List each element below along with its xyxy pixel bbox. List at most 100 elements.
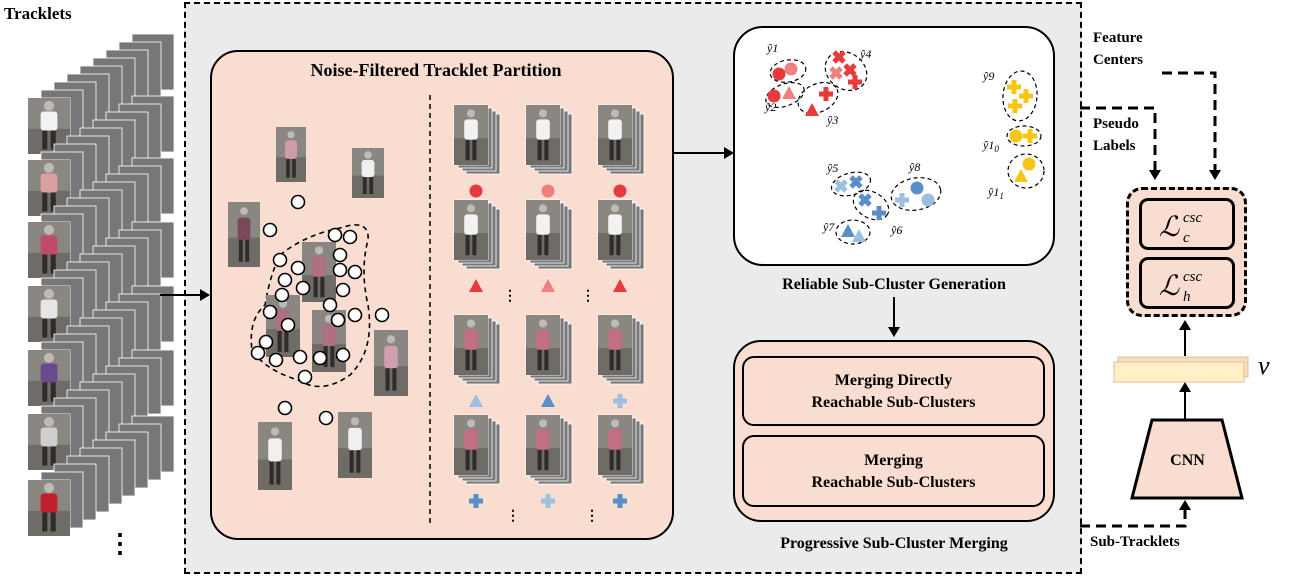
cluster-marker <box>613 394 627 408</box>
feature-centers-line1: Feature <box>1093 30 1143 46</box>
cluster-marker <box>541 279 555 292</box>
right-connectors <box>1080 71 1221 528</box>
yellow-plus-marker <box>1008 99 1022 113</box>
cluster-marker <box>469 279 483 292</box>
sample-circle <box>290 194 306 210</box>
cnn-block <box>1130 418 1244 500</box>
cluster-label: ŷ7 <box>822 220 835 234</box>
pink-circle-marker <box>784 62 798 76</box>
sub-tracklet-stack <box>453 414 501 485</box>
stack-front-image <box>598 415 632 475</box>
stack-front-image <box>28 222 70 278</box>
red-triangle-marker <box>805 103 819 116</box>
x-marker <box>858 193 872 207</box>
merge-reachable-line2: Reachable Sub-Clusters <box>811 474 976 491</box>
sample-circle <box>347 307 363 323</box>
stack-front-image <box>28 160 70 216</box>
merge-reachable-line1: Merging <box>864 452 923 469</box>
stack-front-image <box>598 105 632 165</box>
cluster-label: ŷ5 <box>826 161 838 175</box>
pseudo-labels-line1: Pseudo <box>1093 116 1139 132</box>
yellow-plus-marker <box>1023 129 1037 143</box>
tracklets-ellipsis: ⋮ <box>107 529 133 558</box>
blue-plus-marker <box>872 206 886 220</box>
cnn-label: CNN <box>1170 452 1205 469</box>
sample-circle <box>332 262 348 278</box>
tracklet-stack <box>27 95 175 217</box>
red-circle-marker <box>767 89 781 103</box>
partition-content: ⋮⋮⋮⋮ <box>228 95 645 525</box>
sub-tracklet-stack <box>453 199 501 270</box>
loss-c-box <box>1139 198 1235 250</box>
noise-boundary <box>250 224 371 388</box>
grid-ellipsis: ⋮ <box>585 509 599 524</box>
loss-formulas: ℒ csc c ℒ csc h <box>1159 210 1202 305</box>
sample-circle <box>290 260 306 276</box>
partition-title: Noise-Filtered Tracklet Partition <box>310 60 562 80</box>
sample-circle <box>335 347 351 363</box>
svg-text:c: c <box>1183 230 1190 246</box>
feature-centers-line2: Centers <box>1093 52 1143 68</box>
svg-text:csc: csc <box>1183 210 1202 226</box>
progressive-caption: Progressive Sub-Cluster Merging <box>780 535 1008 552</box>
sub-tracklet-stack <box>525 199 573 270</box>
sub-tracklet-stack <box>453 314 501 385</box>
sample-circle <box>332 247 348 263</box>
cluster-marker <box>541 184 555 198</box>
stack-front-image <box>28 480 70 536</box>
noisy-tracklet-image <box>228 202 260 267</box>
x-marker <box>832 50 846 64</box>
sub-cluster-boundary <box>830 171 872 197</box>
sample-circle <box>342 229 358 245</box>
merge-direct-line2: Reachable Sub-Clusters <box>811 394 976 411</box>
sample-circle <box>262 222 278 238</box>
x-marker <box>834 179 848 193</box>
yellow-circle-marker <box>1009 129 1023 143</box>
sample-circle <box>312 350 328 366</box>
sub-cluster-boundary <box>765 82 805 108</box>
sample-circle <box>330 312 346 328</box>
sample-circle <box>347 264 363 280</box>
red-plus-marker <box>848 75 862 89</box>
loss-h-formula: ℒ <box>1159 271 1180 302</box>
cluster-label: ŷ6 <box>890 223 902 237</box>
blue-circle-marker <box>910 181 924 195</box>
cluster-marker <box>613 494 627 508</box>
sub-cluster-boundary <box>835 219 871 245</box>
cluster-marker <box>541 394 555 407</box>
arrow-partition-to-reliable <box>672 147 734 159</box>
cluster-marker <box>469 184 483 198</box>
sub-cluster-boundary <box>890 177 942 211</box>
loss-c-formula: ℒ <box>1159 212 1180 243</box>
sub-tracklet-stack <box>453 104 501 175</box>
tracklet-stack <box>27 285 175 407</box>
sub-cluster-boundary <box>1002 70 1038 122</box>
sample-circle <box>277 272 293 288</box>
sub-cluster-boundary <box>852 189 890 221</box>
cluster-marker <box>613 279 627 292</box>
reliable-caption: Reliable Sub-Cluster Generation <box>782 276 1006 293</box>
sub-cluster-boundary <box>769 59 807 83</box>
yellow-plus-marker <box>1019 89 1033 103</box>
tracklets-label: Tracklets <box>4 4 72 23</box>
red-circle-marker <box>772 67 786 81</box>
sub-tracklet-stack <box>597 414 645 485</box>
cluster-marker <box>469 494 483 508</box>
cluster-label: ŷ4 <box>859 47 871 61</box>
x-marker <box>829 66 843 80</box>
stack-front-image <box>454 200 488 260</box>
sample-circle <box>297 369 313 385</box>
grid-ellipsis: ⋮ <box>506 509 520 524</box>
blue-triangle-marker <box>841 224 855 237</box>
sample-circle <box>250 345 266 361</box>
sub-tracklet-stack <box>597 314 645 385</box>
sub-cluster-boundary <box>1007 153 1045 189</box>
tracklet-stack <box>27 415 175 537</box>
stack-front-image <box>454 105 488 165</box>
grid-ellipsis: ⋮ <box>503 289 517 304</box>
sample-circle <box>272 252 288 268</box>
noisy-tracklet-image <box>374 330 408 396</box>
noisy-tracklet-image <box>352 148 384 198</box>
sub-tracklet-stack <box>525 414 573 485</box>
